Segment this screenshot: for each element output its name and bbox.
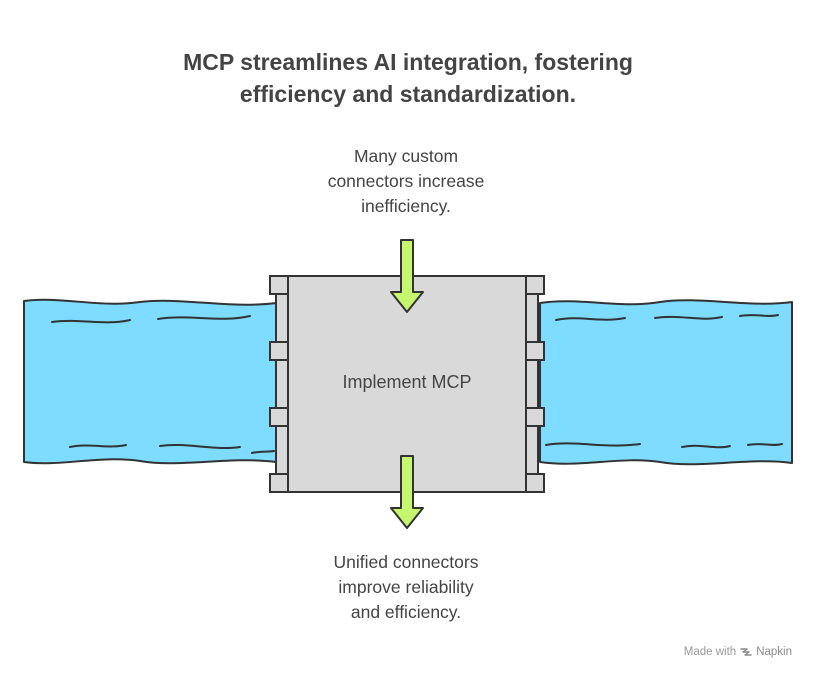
watermark-brand: Napkin — [756, 646, 792, 658]
watermark[interactable]: Made with Napkin — [684, 646, 792, 658]
bottom-down-arrow-icon — [390, 455, 424, 529]
dam-left-clamp — [269, 473, 289, 493]
top-down-arrow-icon — [390, 239, 424, 313]
left-water-ripple — [159, 443, 241, 450]
top-label-line-2: connectors increase — [327, 171, 485, 191]
dam-left-clamp — [269, 275, 289, 295]
dam-right-clamp — [525, 407, 545, 427]
right-water-ripple — [739, 314, 779, 317]
right-water-ripple — [555, 317, 626, 321]
dam-right-clamp — [525, 275, 545, 295]
bottom-label: Unified connectors improve reliability a… — [270, 550, 542, 625]
bottom-label-line-1: Unified connectors — [333, 552, 479, 572]
watermark-prefix: Made with — [683, 646, 737, 658]
left-water-ripple — [251, 450, 275, 454]
dam-right-clamp — [525, 473, 545, 493]
dam-right-post — [525, 275, 539, 493]
right-water-ripple — [681, 444, 731, 449]
bottom-label-line-3: and efficiency. — [350, 602, 462, 622]
dam-left-clamp — [269, 407, 289, 427]
diagram-title: MCP streamlines AI integration, fosterin… — [0, 46, 816, 110]
left-water-band — [23, 298, 277, 465]
bottom-label-line-2: improve reliability — [338, 577, 474, 597]
right-water-ripple — [545, 442, 641, 447]
title-line-2: efficiency and standardization. — [239, 81, 577, 107]
dam-left-post — [275, 275, 289, 493]
left-water-ripple — [69, 444, 127, 448]
dam-right-clamp — [525, 341, 545, 361]
right-water-ripple — [747, 443, 783, 446]
left-water-ripple — [157, 315, 251, 320]
left-water-ripple — [51, 319, 131, 324]
title-line-1: MCP streamlines AI integration, fosterin… — [183, 49, 633, 75]
top-label-line-3: inefficiency. — [361, 196, 451, 216]
top-label-line-1: Many custom — [353, 146, 459, 166]
dam-center-label: Implement MCP — [342, 372, 472, 392]
right-water-band — [539, 299, 793, 466]
top-label: Many custom connectors increase ineffici… — [280, 144, 532, 219]
dam-left-clamp — [269, 341, 289, 361]
napkin-logo-icon — [740, 648, 752, 656]
right-water-ripple — [654, 315, 723, 320]
